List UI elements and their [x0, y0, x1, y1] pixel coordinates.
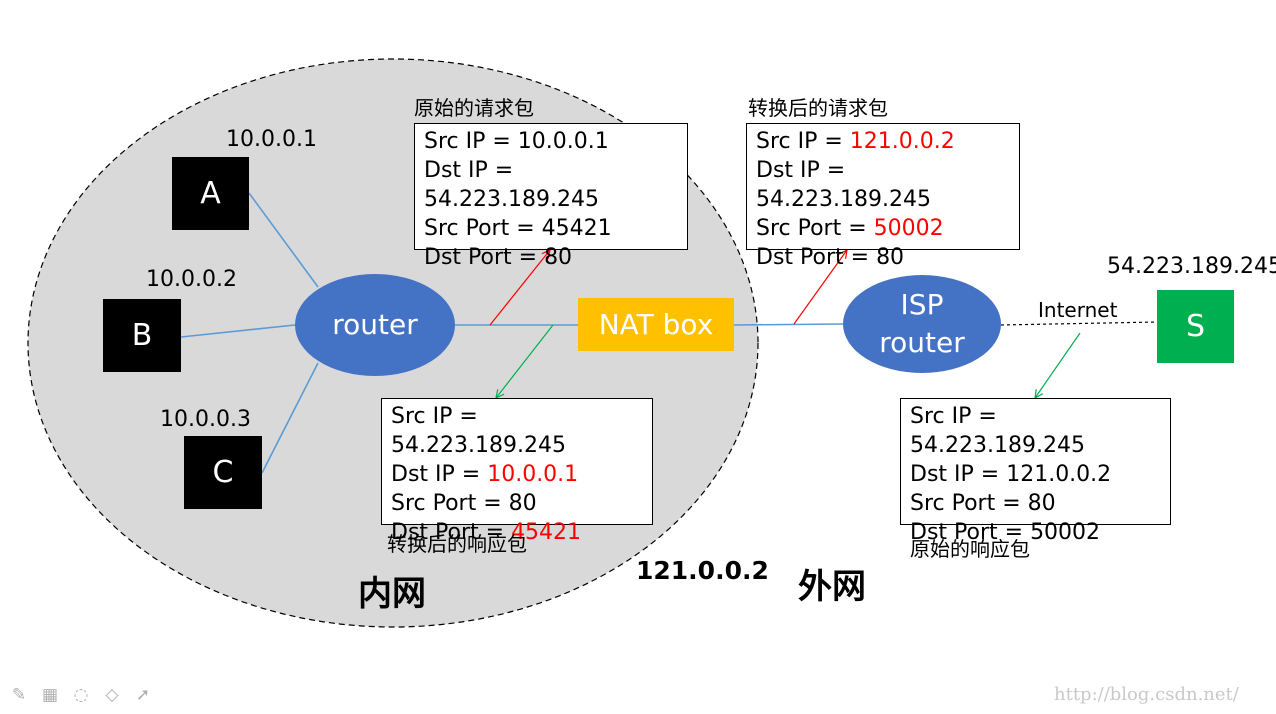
field-label: Dst Port =	[391, 520, 512, 545]
field-label: Src Port =	[910, 491, 1028, 516]
link-b-router	[180, 324, 296, 338]
host-b-ip: 10.0.0.2	[146, 267, 237, 292]
packet-dst-ip: Dst IP = 121.0.0.2	[910, 460, 1161, 489]
packet-dst-port: Dst Port = 80	[424, 243, 678, 272]
changed-field-value: 50002	[873, 216, 944, 241]
field-label: Src Port =	[424, 216, 542, 241]
packet-dst-port: Dst Port = 80	[756, 243, 1010, 272]
inner-network-label: 内网	[358, 574, 426, 614]
packet-src-port: Src Port = 45421	[424, 214, 678, 243]
field-label: Src IP =	[756, 129, 850, 154]
link-c-router	[261, 362, 319, 474]
packet-src-port: Src Port = 50002	[756, 214, 1010, 243]
field-value: 54.223.189.245	[910, 433, 1085, 458]
arrow-original-request	[489, 250, 550, 326]
server-s: S	[1157, 290, 1234, 363]
field-label: Dst IP =	[756, 158, 846, 183]
isp-router-line1: ISP	[900, 288, 944, 321]
outer-network-label: 外网	[798, 567, 866, 607]
field-value: 54.223.189.245	[391, 433, 566, 458]
slideshow-toolbar: ✎ ▦ ◌ ◇ ➚	[8, 684, 154, 706]
field-label: Src IP =	[391, 404, 478, 429]
field-label: Src IP =	[424, 129, 518, 154]
isp-router-line2: router	[879, 326, 965, 359]
field-value: 54.223.189.245	[756, 187, 931, 212]
host-b: B	[103, 299, 181, 372]
field-value: 80	[1027, 491, 1056, 516]
field-label: Dst IP =	[391, 462, 488, 487]
host-c-ip: 10.0.0.3	[160, 407, 251, 432]
packet-dst-port: Dst Port = 50002	[910, 518, 1161, 547]
highlighter-icon[interactable]: ◌	[73, 685, 89, 705]
arrow-translated-request	[793, 250, 847, 325]
packet-dst-port: Dst Port = 45421	[391, 518, 643, 547]
host-a: A	[172, 157, 249, 230]
original-request-packet: Src IP = 10.0.0.1 Dst IP = 54.223.189.24…	[414, 123, 688, 270]
packet-src-ip: Src IP = 54.223.189.245	[910, 402, 1161, 460]
watermark: http://blog.csdn.net/	[1054, 684, 1239, 705]
packet-src-ip: Src IP = 121.0.0.2	[756, 127, 1010, 156]
packet-src-ip: Src IP = 54.223.189.245	[391, 402, 643, 460]
home-router: router	[295, 274, 455, 376]
pen-icon[interactable]: ✎	[11, 685, 27, 705]
field-label: Dst IP =	[424, 158, 514, 183]
packet-src-ip: Src IP = 10.0.0.1	[424, 127, 678, 156]
field-label: Dst Port =	[756, 245, 877, 270]
original-response-packet: Src IP = 54.223.189.245 Dst IP = 121.0.0…	[900, 398, 1171, 545]
pointer-icon[interactable]: ➚	[135, 685, 151, 705]
eraser-icon[interactable]: ◇	[105, 685, 119, 705]
field-value: 80	[544, 245, 573, 270]
packet-dst-ip: Dst IP = 10.0.0.1	[391, 460, 643, 489]
changed-field-value: 121.0.0.2	[849, 129, 955, 154]
arrow-original-response	[1035, 332, 1081, 398]
link-isp-server	[1000, 321, 1158, 326]
translated-response-packet: Src IP = 54.223.189.245 Dst IP = 10.0.0.…	[381, 398, 653, 545]
arrow-translated-response	[496, 324, 554, 398]
isp-router: ISP router	[843, 275, 1001, 373]
field-value: 121.0.0.2	[1006, 462, 1112, 487]
changed-field-value: 45421	[511, 520, 582, 545]
nat-box-label: NAT box	[598, 308, 714, 341]
field-value: 10.0.0.1	[517, 129, 609, 154]
packet-dst-ip: Dst IP = 54.223.189.245	[424, 156, 678, 214]
changed-field-value: 10.0.0.1	[487, 462, 579, 487]
original-request-caption: 原始的请求包	[414, 96, 534, 120]
field-value: 80	[508, 491, 537, 516]
field-label: Src IP =	[910, 404, 997, 429]
field-label: Dst Port =	[910, 520, 1031, 545]
field-value: 80	[876, 245, 905, 270]
field-value: 50002	[1030, 520, 1101, 545]
internet-label: Internet	[1038, 298, 1118, 322]
packet-src-port: Src Port = 80	[910, 489, 1161, 518]
field-label: Src Port =	[756, 216, 874, 241]
host-c: C	[184, 436, 262, 509]
link-nat-isp	[733, 323, 844, 326]
field-label: Src Port =	[391, 491, 509, 516]
translated-response-caption: 转换后的响应包	[387, 532, 527, 556]
field-value: 54.223.189.245	[424, 187, 599, 212]
server-ip: 54.223.189.245	[1107, 254, 1276, 279]
translated-request-packet: Src IP = 121.0.0.2 Dst IP = 54.223.189.2…	[746, 123, 1020, 270]
nat-public-ip: 121.0.0.2	[636, 556, 769, 585]
field-value: 45421	[541, 216, 612, 241]
field-label: Dst IP =	[910, 462, 1007, 487]
keyboard-icon[interactable]: ▦	[41, 685, 59, 705]
field-label: Dst Port =	[424, 245, 545, 270]
translated-request-caption: 转换后的请求包	[748, 96, 888, 120]
packet-dst-ip: Dst IP = 54.223.189.245	[756, 156, 1010, 214]
link-a-router	[248, 192, 319, 288]
home-router-label: router	[332, 308, 418, 341]
host-a-ip: 10.0.0.1	[226, 127, 317, 152]
packet-src-port: Src Port = 80	[391, 489, 643, 518]
original-response-caption: 原始的响应包	[910, 537, 1030, 561]
nat-box: NAT box	[578, 298, 734, 351]
